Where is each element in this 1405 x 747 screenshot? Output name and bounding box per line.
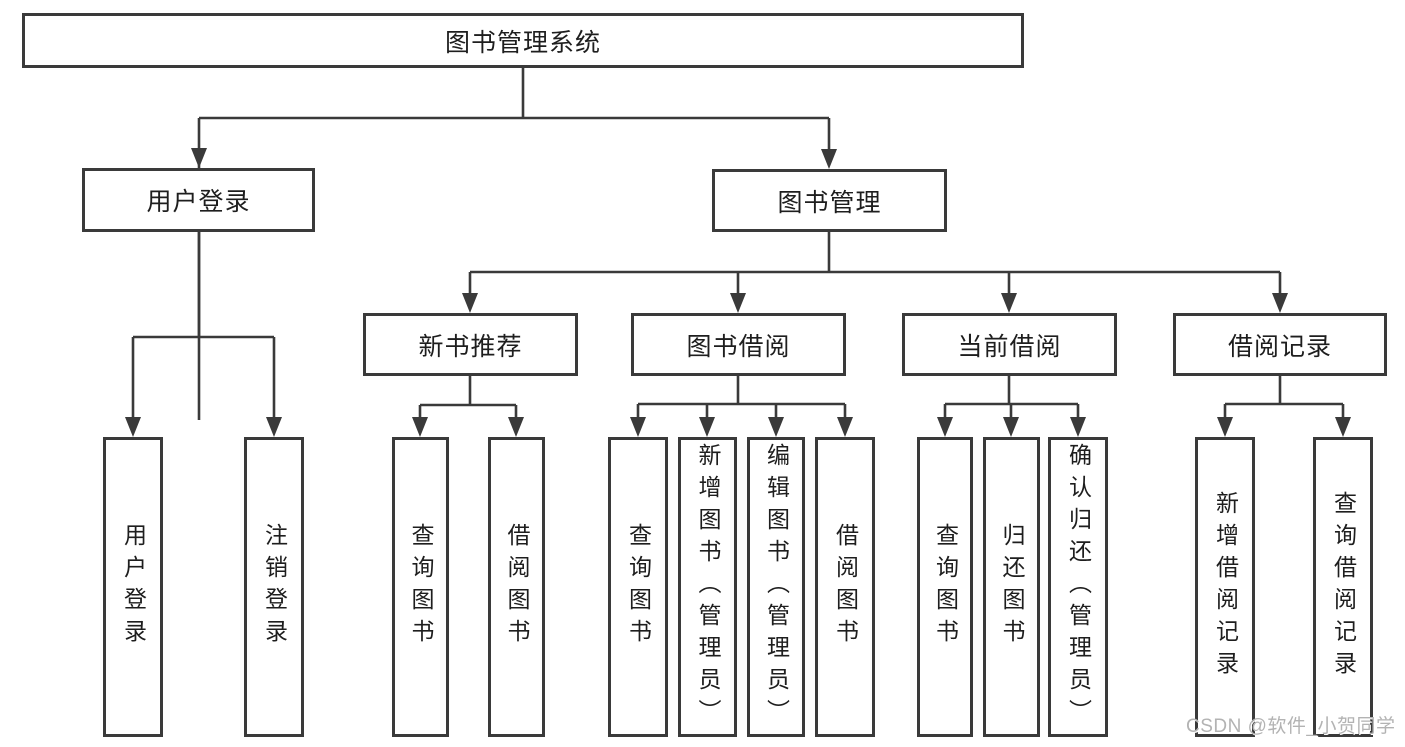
arrowhead bbox=[1070, 417, 1086, 437]
connector-root-to-branches bbox=[197, 68, 831, 420]
node-user-login: 用户登录 bbox=[82, 168, 315, 232]
leaf-bb-edit-books-admin-label: 编辑图书（管理员） bbox=[763, 443, 790, 731]
leaf-user-login: 用户登录 bbox=[103, 437, 163, 737]
arrowhead bbox=[821, 149, 837, 169]
leaf-br-query-record: 查询借阅记录 bbox=[1313, 437, 1373, 737]
arrowhead bbox=[1001, 293, 1017, 313]
arrowhead bbox=[730, 293, 746, 313]
arrowhead bbox=[1217, 417, 1233, 437]
connector-borrow-records-children bbox=[1223, 376, 1345, 424]
leaf-nbr-query-books-label: 查询图书 bbox=[408, 523, 434, 651]
arrowhead bbox=[125, 417, 141, 437]
node-borrow-records: 借阅记录 bbox=[1173, 313, 1387, 376]
leaf-bb-add-books-admin: 新增图书（管理员） bbox=[678, 437, 737, 737]
leaf-logout-login-label: 注销登录 bbox=[261, 523, 288, 651]
node-new-book-recommend: 新书推荐 bbox=[363, 313, 578, 376]
leaf-nbr-borrow-books-label: 借阅图书 bbox=[504, 523, 530, 651]
arrowhead bbox=[266, 417, 282, 437]
arrowhead bbox=[462, 293, 478, 313]
leaf-cb-return-books: 归还图书 bbox=[983, 437, 1040, 737]
arrowhead bbox=[508, 417, 524, 437]
leaf-br-add-record-label: 新增借阅记录 bbox=[1212, 491, 1239, 683]
leaf-bb-borrow-books-label: 借阅图书 bbox=[832, 523, 859, 651]
arrowhead bbox=[699, 417, 715, 437]
leaf-cb-query-books-label: 查询图书 bbox=[932, 523, 959, 651]
arrowhead bbox=[1003, 417, 1019, 437]
leaf-cb-return-books-label: 归还图书 bbox=[999, 523, 1025, 651]
connector-book-management-children bbox=[468, 232, 1282, 300]
leaf-cb-confirm-return-admin: 确认归还（管理员） bbox=[1048, 437, 1108, 737]
connector-current-borrow-children bbox=[943, 376, 1080, 424]
arrowheads bbox=[125, 148, 1351, 437]
leaf-nbr-borrow-books: 借阅图书 bbox=[488, 437, 545, 737]
connector-book-borrow-children bbox=[636, 376, 847, 424]
csdn-watermark: CSDN @软件_小贺同学 bbox=[1186, 716, 1396, 737]
leaf-cb-query-books: 查询图书 bbox=[917, 437, 973, 737]
connector-new-book-recommend-children bbox=[418, 376, 518, 424]
arrowhead bbox=[630, 417, 646, 437]
arrowhead bbox=[1272, 293, 1288, 313]
leaf-nbr-query-books: 查询图书 bbox=[392, 437, 449, 737]
node-book-borrow: 图书借阅 bbox=[631, 313, 846, 376]
leaf-bb-edit-books-admin: 编辑图书（管理员） bbox=[747, 437, 805, 737]
arrowhead bbox=[937, 417, 953, 437]
arrowhead bbox=[191, 148, 207, 168]
connector-user-login-children bbox=[131, 232, 276, 424]
leaf-bb-add-books-admin-label: 新增图书（管理员） bbox=[695, 443, 721, 731]
leaf-bb-query-books-label: 查询图书 bbox=[625, 523, 652, 651]
leaf-user-login-label: 用户登录 bbox=[120, 523, 147, 651]
leaf-bb-query-books: 查询图书 bbox=[608, 437, 668, 737]
arrowhead bbox=[768, 417, 784, 437]
node-current-borrow: 当前借阅 bbox=[902, 313, 1117, 376]
arrowhead bbox=[412, 417, 428, 437]
node-library-management-system: 图书管理系统 bbox=[22, 13, 1024, 68]
leaf-bb-borrow-books: 借阅图书 bbox=[815, 437, 875, 737]
arrowhead bbox=[837, 417, 853, 437]
leaf-br-query-record-label: 查询借阅记录 bbox=[1330, 491, 1357, 683]
arrowhead bbox=[1335, 417, 1351, 437]
node-book-management: 图书管理 bbox=[712, 169, 947, 232]
leaf-cb-confirm-return-admin-label: 确认归还（管理员） bbox=[1065, 443, 1092, 731]
leaf-br-add-record: 新增借阅记录 bbox=[1195, 437, 1255, 737]
leaf-logout-login: 注销登录 bbox=[244, 437, 304, 737]
